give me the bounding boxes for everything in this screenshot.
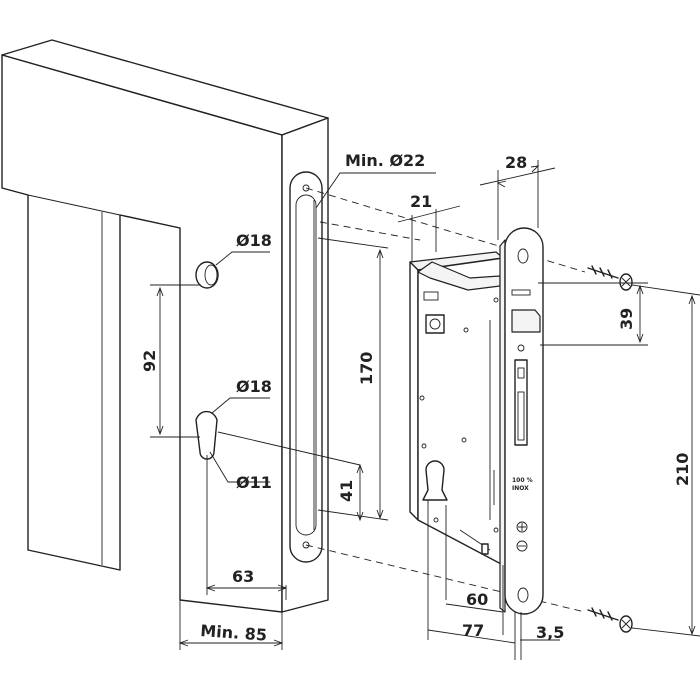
label-bore-top: Ø18 (236, 231, 272, 250)
label-min-hole: Min. Ø22 (345, 151, 425, 170)
label-28: 28 (505, 153, 527, 172)
label-min85: Min. 85 (200, 621, 268, 645)
lock-dimensions (397, 160, 700, 660)
label-3-5: 3,5 (536, 623, 564, 642)
lock-faceplate: 100 % INOX (499, 227, 544, 615)
label-170: 170 (357, 352, 376, 385)
top-screw (587, 265, 633, 291)
label-63: 63 (232, 567, 254, 586)
inox-line-1: 100 % (512, 477, 533, 484)
label-21: 21 (410, 192, 432, 211)
inox-line-2: INOX (512, 485, 529, 492)
label-bore-mid: Ø18 (236, 377, 272, 396)
label-slot: Ø11 (236, 473, 272, 492)
door-dimensions (150, 172, 436, 650)
label-60: 60 (466, 590, 488, 609)
face-bores (195, 261, 219, 460)
label-210: 210 (673, 453, 692, 486)
label-92: 92 (140, 350, 159, 372)
label-39: 39 (617, 308, 636, 330)
bottom-screw (587, 607, 633, 633)
lock-body (409, 251, 504, 566)
label-77: 77 (462, 621, 484, 640)
label-41: 41 (337, 480, 356, 502)
door-post (1, 39, 329, 613)
dimension-labels: Min. Ø22 Ø18 Ø18 Ø11 92 170 41 63 Min. 8… (140, 151, 692, 645)
mortise-pocket (289, 171, 323, 563)
